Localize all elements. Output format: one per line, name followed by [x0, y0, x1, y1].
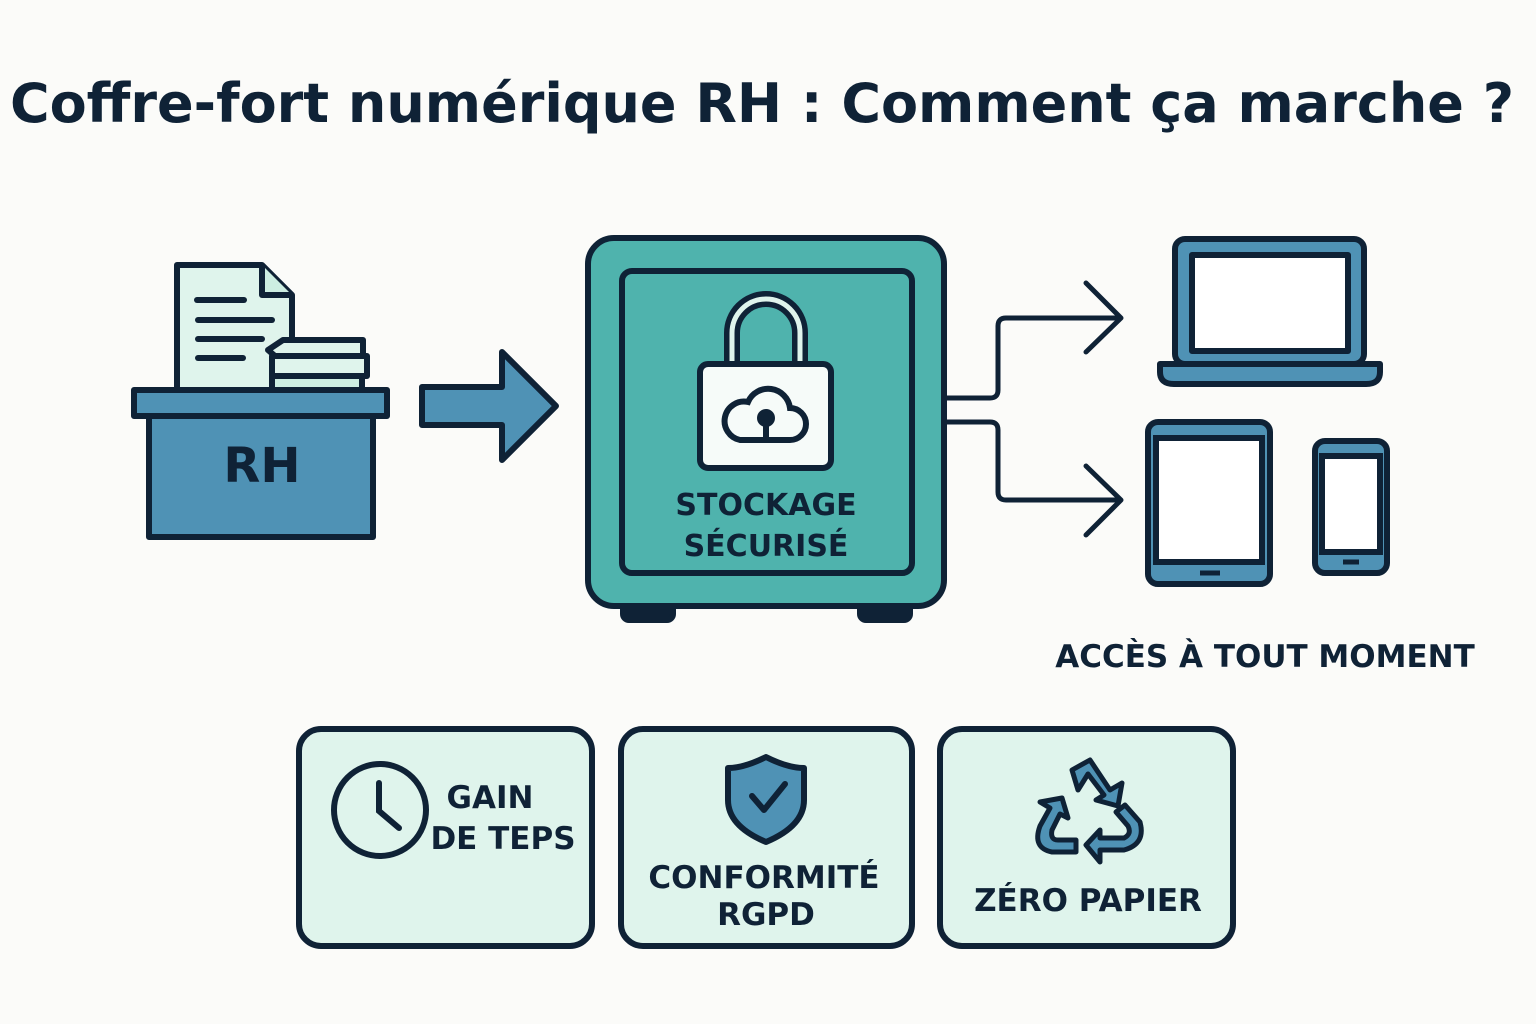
benefit-card-gdpr: CONFORMITÉ RGPD — [618, 726, 915, 949]
benefit-line2: DE TEPS — [430, 821, 575, 857]
benefit-card-paperless: ZÉRO PAPIER — [937, 726, 1236, 949]
safe-label-line2: SÉCURISÉ — [684, 528, 849, 564]
connector-arrows — [943, 280, 1124, 538]
arrow-right-icon — [419, 349, 559, 463]
hr-label: RH — [223, 438, 300, 494]
recycle-icon — [1035, 757, 1144, 865]
benefit-line1: ZÉRO PAPIER — [974, 883, 1202, 919]
shield-check-icon — [725, 754, 807, 845]
tablet-icon — [1145, 419, 1273, 587]
smartphone-icon — [1312, 438, 1390, 576]
laptop-icon — [1157, 236, 1383, 387]
safe-label-line1: STOCKAGE — [675, 488, 856, 523]
benefit-line1: CONFORMITÉ — [648, 860, 879, 896]
benefit-line1: GAIN — [447, 780, 534, 816]
page-title: Coffre-fort numérique RH : Comment ça ma… — [10, 72, 1514, 135]
clock-icon — [331, 761, 429, 859]
hr-desk-icon — [131, 262, 390, 540]
access-label: ACCÈS À TOUT MOMENT — [1055, 639, 1475, 675]
padlock-cloud-icon — [697, 291, 834, 471]
benefit-card-time: GAIN DE TEPS — [296, 726, 595, 949]
benefit-line2: RGPD — [717, 897, 815, 933]
